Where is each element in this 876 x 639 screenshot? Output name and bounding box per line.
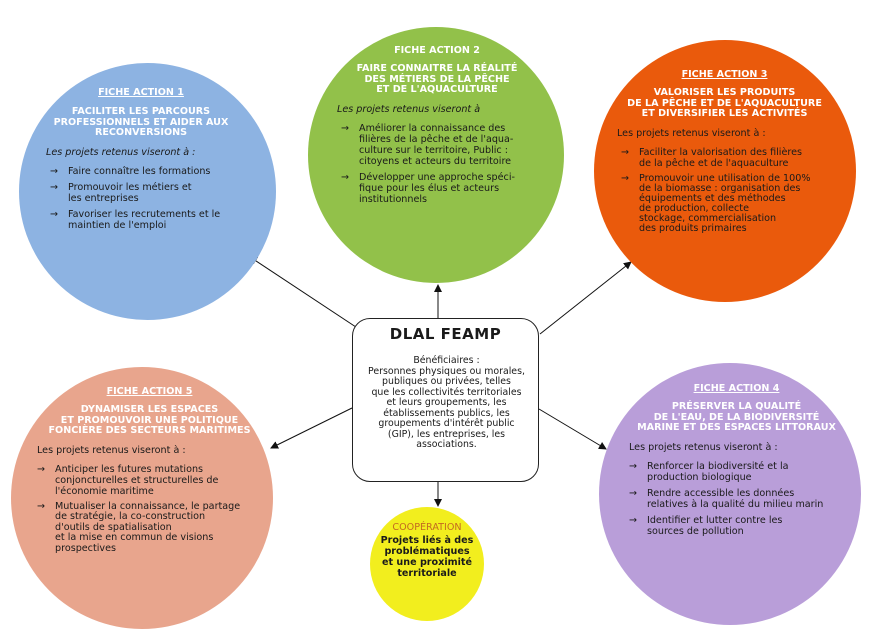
action-2-circle	[308, 27, 564, 283]
action-1-title: FACILITER LES PARCOURS PROFESSIONNELS ET…	[53, 106, 229, 138]
action-5-intro: Les projets retenus viseront à :	[37, 444, 186, 456]
arrow-to-action-3	[539, 261, 632, 335]
arrow-right-icon: →	[37, 463, 46, 475]
action-3-items: → Faciliter la valorisation des filières …	[617, 147, 832, 234]
action-2-content: FICHE ACTION 2 FAIRE CONNAITRE LA RÉALIT…	[337, 45, 537, 210]
center-box: DLAL FEAMP Bénéficiaires : Personnes phy…	[352, 318, 539, 482]
list-item: → Faciliter la valorisation des filières …	[617, 147, 832, 169]
list-item: → Rendre accessible les données relatives…	[629, 488, 844, 510]
list-item: → Promouvoir les métiers et les entrepris…	[46, 182, 236, 204]
action-2-label: FICHE ACTION 2	[394, 45, 480, 56]
arrow-right-icon: →	[341, 122, 350, 134]
action-5-content: FICHE ACTION 5 DYNAMISER LES ESPACES ET …	[37, 386, 262, 559]
list-item-text: Faire connaître les formations	[68, 165, 211, 177]
list-item-text: Renforcer la biodiversité et la producti…	[647, 460, 789, 483]
arrow-to-action-5	[270, 407, 353, 449]
action-4-content: FICHE ACTION 4 PRÉSERVER LA QUALITÉ DE L…	[629, 383, 844, 542]
list-item: → Renforcer la biodiversité et la product…	[629, 461, 844, 483]
cooperation-text: Projets liés à des problématiques et une…	[380, 535, 474, 579]
action-1-items: → Faire connaître les formations → Promouv…	[46, 166, 236, 231]
action-5-items: → Anticiper les futures mutations conjonc…	[37, 464, 262, 555]
arrow-right-icon: →	[50, 181, 59, 193]
arrow-right-icon: →	[629, 514, 638, 526]
list-item-text: Mutualiser la connaissance, le partage d…	[55, 500, 241, 554]
action-2-items: → Améliorer la connaissance des filières …	[337, 123, 537, 205]
arrow-to-action-4	[538, 408, 607, 450]
list-item-text: Développer une approche spéci- fique pou…	[359, 171, 515, 205]
list-item: → Développer une approche spéci- fique po…	[337, 172, 537, 205]
action-3-content: FICHE ACTION 3 VALORISER LES PRODUITS DE…	[617, 69, 832, 239]
action-3-title: VALORISER LES PRODUITS DE LA PÊCHE ET DE…	[627, 87, 822, 119]
center-title: DLAL FEAMP	[389, 325, 502, 343]
list-item-text: Favoriser les recrutements et le maintie…	[68, 208, 221, 231]
action-2-intro: Les projets retenus viseront à	[337, 103, 481, 115]
list-item-text: Rendre accessible les données relatives …	[647, 487, 824, 510]
action-4-title: PRÉSERVER LA QUALITÉ DE L'EAU, DE LA BIO…	[637, 401, 836, 433]
action-3-label: FICHE ACTION 3	[681, 69, 768, 80]
action-1-content: FICHE ACTION 1 FACILITER LES PARCOURS PR…	[46, 87, 236, 236]
list-item: → Améliorer la connaissance des filières …	[337, 123, 537, 167]
center-beneficiaries: Bénéficiaires : Personnes physiques ou m…	[368, 355, 525, 450]
action-4-intro: Les projets retenus viseront à :	[629, 441, 778, 453]
action-3-intro: Les projets retenus viseront à :	[617, 127, 766, 139]
arrow-right-icon: →	[621, 172, 630, 184]
action-5-circle	[11, 367, 273, 629]
list-item: → Mutualiser la connaissance, le partage …	[37, 500, 262, 555]
list-item: → Favoriser les recrutements et le mainti…	[46, 209, 236, 231]
action-4-items: → Renforcer la biodiversité et la product…	[629, 461, 844, 537]
action-4-circle	[599, 363, 861, 625]
arrow-right-icon: →	[629, 487, 638, 499]
action-2-title: FAIRE CONNAITRE LA RÉALITÉ DES MÉTIERS D…	[356, 63, 518, 95]
action-4-label: FICHE ACTION 4	[693, 383, 780, 394]
arrow-right-icon: →	[50, 165, 59, 177]
list-item-text: Faciliter la valorisation des filières d…	[639, 146, 802, 169]
list-item: → Identifier et lutter contre les sources…	[629, 515, 844, 537]
arrow-right-icon: →	[341, 171, 350, 183]
list-item: → Promouvoir une utilisation de 100% de l…	[617, 172, 832, 234]
action-5-label: FICHE ACTION 5	[106, 386, 193, 397]
list-item-text: Promouvoir les métiers et les entreprise…	[68, 181, 192, 204]
arrow-right-icon: →	[50, 208, 59, 220]
list-item: → Faire connaître les formations	[46, 166, 236, 177]
arrow-right-icon: →	[37, 500, 46, 512]
arrow-right-icon: →	[621, 146, 630, 158]
action-3-circle	[594, 40, 856, 302]
list-item: → Anticiper les futures mutations conjonc…	[37, 464, 262, 497]
list-item-text: Améliorer la connaissance des filières d…	[359, 122, 514, 167]
action-1-circle	[19, 63, 276, 320]
action-1-intro: Les projets retenus viseront à :	[46, 146, 196, 158]
cooperation-label: COOPÉRATION	[392, 522, 462, 533]
action-5-title: DYNAMISER LES ESPACES ET PROMOUVOIR UNE …	[48, 404, 251, 436]
list-item-text: Anticiper les futures mutations conjonct…	[55, 463, 219, 497]
cooperation-circle: COOPÉRATION Projets liés à des problémat…	[370, 507, 484, 621]
action-1-label: FICHE ACTION 1	[98, 87, 184, 98]
arrow-right-icon: →	[629, 460, 638, 472]
list-item-text: Promouvoir une utilisation de 100% de la…	[639, 172, 811, 234]
list-item-text: Identifier et lutter contre les sources …	[647, 514, 783, 537]
arrow-to-action-1	[249, 256, 369, 336]
